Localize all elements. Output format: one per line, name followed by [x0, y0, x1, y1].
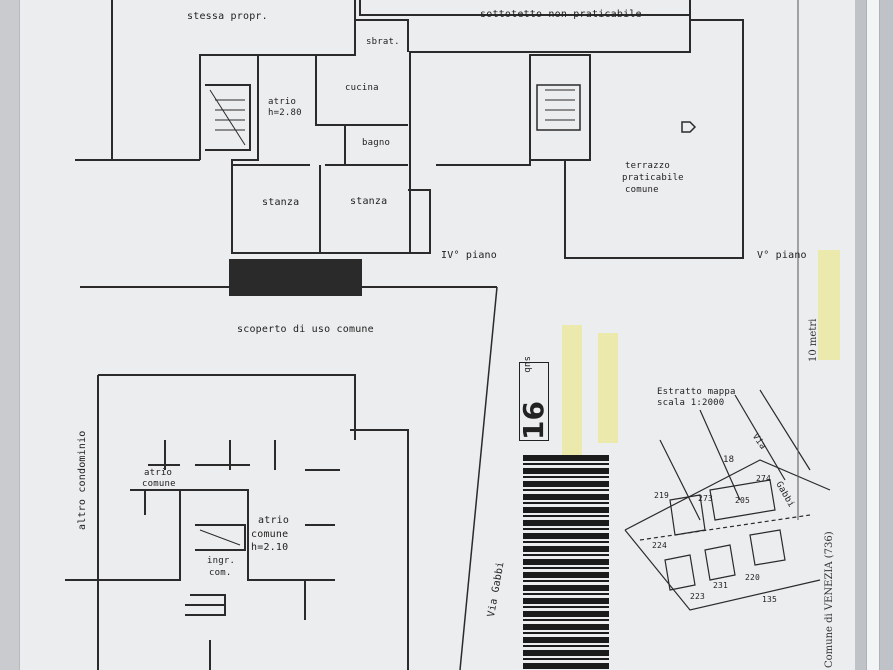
label-atrio-comune-small-2: comune: [142, 479, 176, 489]
tape-sticker: [818, 250, 840, 360]
tape-sticker: [562, 325, 582, 455]
sub-number: 16: [517, 401, 550, 440]
label-atrio: atrio: [268, 97, 297, 107]
label-atrio-comune-height: h=2.10: [251, 542, 289, 553]
label-map-135: 135: [762, 595, 778, 604]
label-sbrat: sbrat.: [366, 37, 400, 47]
label-altro-condominio: altro condominio: [77, 430, 88, 530]
label-terrazzo: terrazzo: [625, 161, 670, 171]
label-piano-iv: IV° piano: [441, 250, 497, 261]
page-edge-stripe: [866, 0, 880, 670]
label-map-231: 231: [713, 581, 729, 590]
plan-iv-piano: [75, 0, 744, 288]
label-map-18: 18: [723, 455, 735, 465]
label-sub: sub: [522, 356, 532, 373]
plan-estratto-mappa: [624, 389, 831, 611]
label-ingresso: ingr.: [207, 556, 236, 566]
label-map-223: 223: [690, 592, 706, 601]
label-scala: scala 1:2000: [657, 398, 725, 408]
sub-box: [519, 362, 549, 441]
label-map-273: 273: [698, 494, 714, 503]
label-atrio-comune: atrio: [258, 515, 290, 526]
label-map-219: 219: [654, 491, 670, 500]
label-atrio-comune-2: comune: [251, 529, 289, 540]
label-bagno: bagno: [362, 138, 391, 148]
label-stessa-propr: stessa propr.: [187, 11, 268, 22]
label-atrio-height: h=2.80: [268, 108, 302, 118]
label-scoperto: scoperto di uso comune: [237, 324, 374, 335]
document-sheet: [20, 0, 855, 670]
label-terrazzo-praticabile: praticabile: [622, 173, 684, 183]
tape-sticker: [598, 333, 618, 443]
label-map-205: 205: [735, 496, 751, 505]
label-cucina: cucina: [345, 83, 379, 93]
plan-ground-floor: [65, 286, 498, 670]
label-ingresso-com: com.: [209, 568, 232, 578]
margin-comune: Comune di VENEZIA (736): [824, 531, 835, 668]
label-estratto-mappa: Estratto mappa: [657, 387, 736, 397]
label-stanza-2: stanza: [350, 196, 388, 207]
label-map-224: 224: [652, 541, 668, 550]
label-map-274: 274: [756, 474, 772, 483]
margin-metri: 10 metri: [808, 318, 819, 362]
label-piano-v: V° piano: [757, 250, 807, 261]
label-terrazzo-comune: comune: [625, 185, 659, 195]
label-sottotetto: sottotetto non praticabile: [480, 9, 642, 20]
label-map-220: 220: [745, 573, 761, 582]
label-atrio-comune-small: atrio: [144, 468, 173, 478]
barcode: [523, 455, 609, 670]
redaction-block: [229, 259, 362, 296]
label-stanza-1: stanza: [262, 197, 300, 208]
